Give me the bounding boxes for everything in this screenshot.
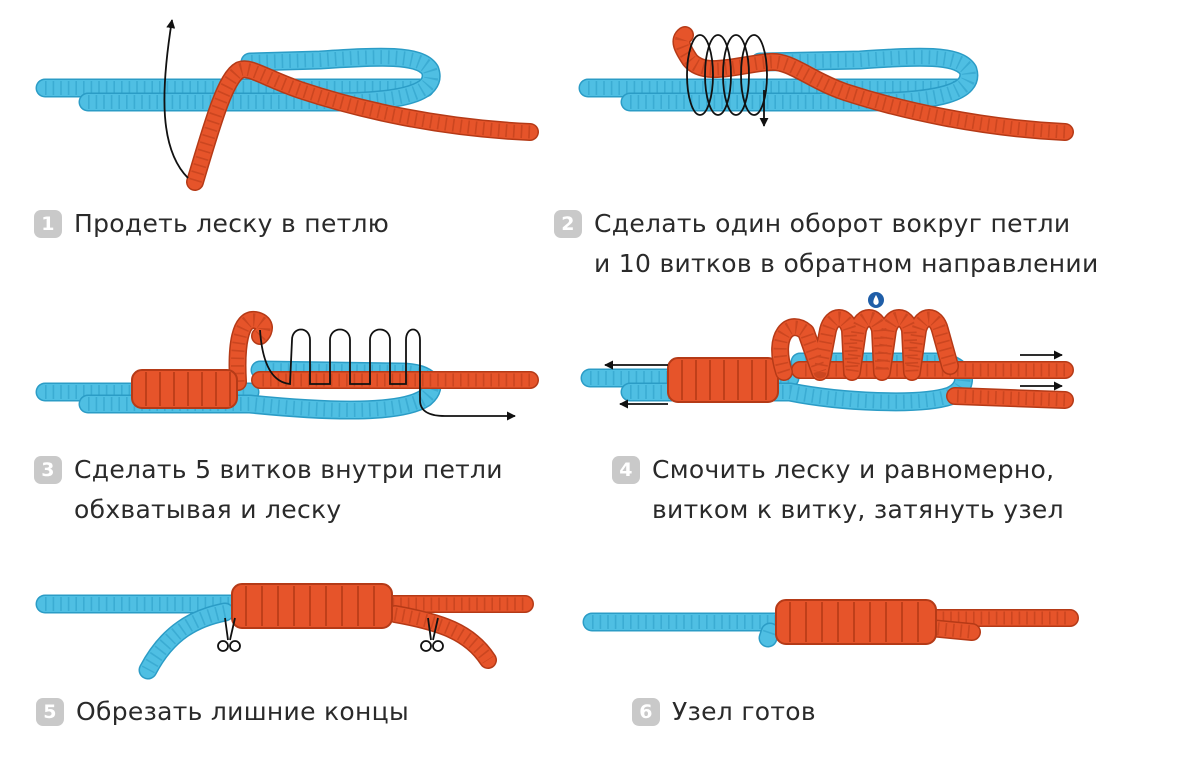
step-number-badge: 5	[36, 698, 64, 726]
step-text-line: и 10 витков в обратном направлении	[594, 249, 1099, 278]
scissors-icon	[217, 617, 241, 652]
step-text-line: обхватывая и леску	[74, 495, 342, 524]
cut-tag-end	[387, 606, 496, 668]
step-number-badge: 3	[34, 456, 62, 484]
leader-tag-end	[230, 312, 272, 390]
step-2-caption: 2 Сделать один оборот вокруг петли и 10 …	[554, 204, 1099, 284]
inner-loops	[772, 310, 958, 380]
step-5-illustration	[35, 583, 534, 680]
step-6-caption: 6 Узел готов	[632, 692, 816, 732]
step-1-caption: 1 Продеть леску в петлю	[34, 204, 389, 244]
scissors-icon	[420, 617, 444, 652]
step-number-badge: 4	[612, 456, 640, 484]
step-4-illustration	[580, 292, 1074, 412]
main-line-loop	[80, 49, 440, 110]
step-text-line: Сделать 5 витков внутри петли	[74, 455, 503, 484]
step-text-line: Сделать один оборот вокруг петли	[594, 209, 1071, 238]
step-text-line: Узел готов	[672, 697, 816, 726]
step-3-caption: 3 Сделать 5 витков внутри петли обхватыв…	[34, 450, 503, 530]
step-3-illustration	[35, 311, 539, 421]
knot-wraps	[131, 369, 238, 409]
step-text-line: Смочить леску и равномерно,	[652, 455, 1055, 484]
step-number-badge: 6	[632, 698, 660, 726]
thread-coils	[686, 34, 768, 116]
step-text-line: Обрезать лишние концы	[76, 697, 410, 726]
knot-wraps	[231, 583, 393, 629]
step-text-line: витком к витку, затянуть узел	[652, 495, 1064, 524]
step-number-badge: 2	[554, 210, 582, 238]
main-line-loop	[622, 49, 977, 110]
step-text-line: Продеть леску в петлю	[74, 209, 390, 238]
step-4-caption: 4 Смочить леску и равномерно, витком к в…	[612, 450, 1064, 530]
step-6-illustration	[582, 599, 1079, 648]
step-2-illustration	[578, 26, 1074, 141]
thread-loops	[259, 328, 516, 421]
knot-wraps	[667, 357, 779, 403]
knot-wraps	[775, 599, 937, 645]
step-number-badge: 1	[34, 210, 62, 238]
direction-arrow-icon	[163, 19, 189, 179]
step-1-illustration	[35, 19, 539, 191]
step-5-caption: 5 Обрезать лишние концы	[36, 692, 409, 732]
water-drop-icon	[868, 292, 884, 308]
